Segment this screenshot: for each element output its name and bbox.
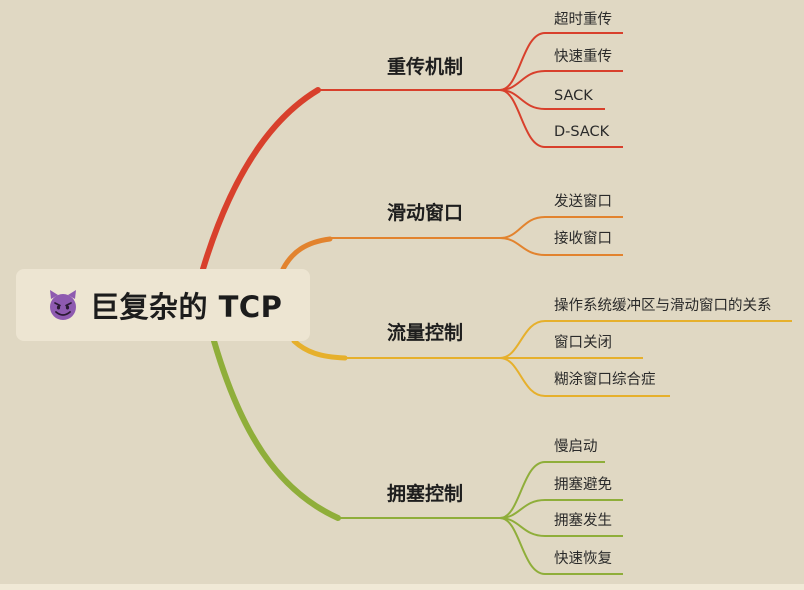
leaf-slow-start[interactable]: 慢启动 [554, 439, 598, 455]
leaf-connector [499, 499, 623, 519]
leaf-congestion-avoidance[interactable]: 拥塞避免 [554, 477, 612, 493]
leaf-congestion-occurrence[interactable]: 拥塞发生 [554, 513, 612, 529]
bottom-strip [0, 584, 804, 590]
leaf-receive-window[interactable]: 接收窗口 [554, 231, 612, 247]
leaf-connector [499, 70, 623, 91]
root-node[interactable]: 巨复杂的 TCP [16, 269, 310, 341]
trunk-flow-control [291, 338, 348, 361]
leaf-window-closed[interactable]: 窗口关闭 [554, 335, 612, 351]
leaf-os-buffer-window-relation[interactable]: 操作系统缓冲区与滑动窗口的关系 [554, 298, 772, 314]
leaf-fast-recovery[interactable]: 快速恢复 [554, 551, 612, 567]
trunk-sliding-window [280, 236, 333, 272]
devil-emoji-icon [50, 290, 76, 320]
branch-sliding-window[interactable]: 滑动窗口 [387, 202, 464, 224]
leaf-connector [499, 237, 623, 256]
leaf-sack[interactable]: SACK [554, 88, 593, 104]
leaf-connector [499, 517, 623, 575]
leaf-connector [499, 32, 623, 91]
branch-retransmission[interactable]: 重传机制 [387, 56, 464, 78]
leaf-connector [499, 89, 623, 148]
trunk-congestion-control [211, 338, 341, 521]
root-title: 巨复杂的 TCP [90, 290, 283, 324]
branch-flow-control[interactable]: 流量控制 [387, 322, 464, 344]
leaf-d-sack[interactable]: D-SACK [554, 124, 610, 140]
branch-congestion-control[interactable]: 拥塞控制 [387, 483, 464, 505]
leaf-connector [499, 216, 623, 239]
leaf-silly-window-syndrome[interactable]: 糊涂窗口综合症 [554, 372, 656, 388]
leaf-connector [499, 461, 605, 519]
leaf-send-window[interactable]: 发送窗口 [554, 194, 612, 210]
trunk-retransmission [200, 87, 321, 272]
leaf-connector [499, 320, 792, 359]
leaf-connector [499, 357, 670, 397]
leaf-timeout-retransmission[interactable]: 超时重传 [554, 12, 612, 28]
leaf-fast-retransmission[interactable]: 快速重传 [554, 49, 612, 65]
